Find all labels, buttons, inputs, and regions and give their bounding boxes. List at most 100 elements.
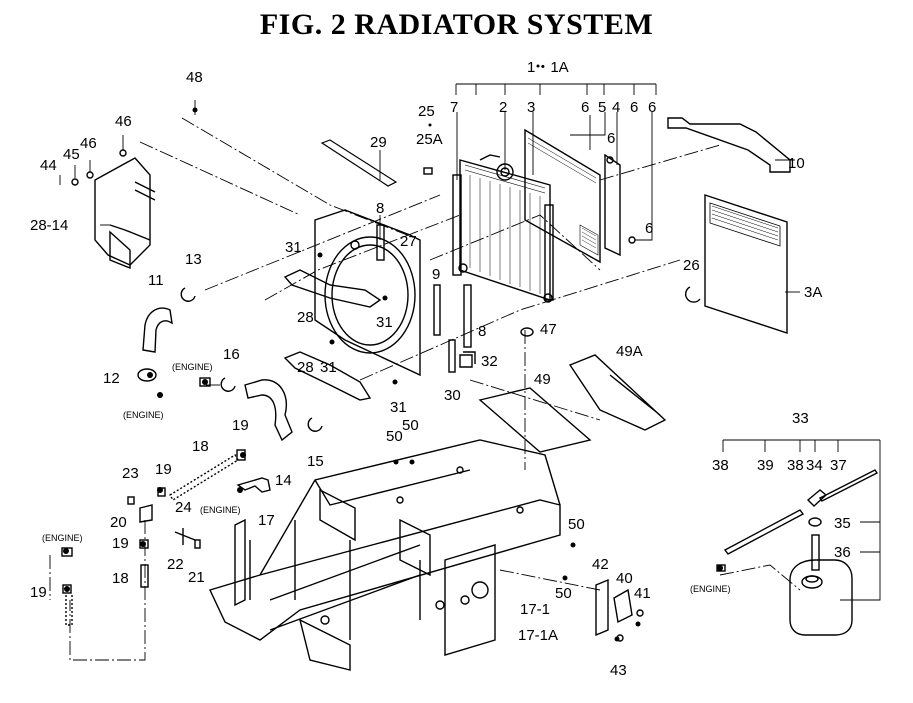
callout-28-14: 28-14 bbox=[30, 217, 68, 234]
engine-label-5: (ENGINE) bbox=[690, 584, 731, 594]
callout-4: 4 bbox=[612, 99, 620, 116]
callout-6c: 6 bbox=[648, 99, 656, 116]
callout-46a: 46 bbox=[115, 113, 132, 130]
part-27-shroud bbox=[314, 209, 421, 377]
callout-31c: 31 bbox=[320, 359, 337, 376]
callout-17: 17 bbox=[258, 512, 275, 529]
callout-5: 5 bbox=[598, 99, 606, 116]
callout-29: 29 bbox=[370, 134, 387, 151]
callout-35: 35 bbox=[834, 515, 851, 532]
callout-6b: 6 bbox=[630, 99, 638, 116]
callout-3: 3 bbox=[527, 99, 535, 116]
callout-2: 2 bbox=[499, 99, 507, 116]
part-8-rod-upper bbox=[376, 224, 385, 261]
callout-44: 44 bbox=[40, 157, 57, 174]
part-8-rod-lower bbox=[463, 284, 472, 348]
callout-1-1A: 1・1A bbox=[527, 59, 569, 76]
callout-9: 9 bbox=[432, 266, 440, 283]
part-26-clamp bbox=[684, 286, 701, 303]
callout-47: 47 bbox=[540, 321, 557, 338]
part-30-rod bbox=[448, 339, 456, 373]
callout-18b: 18 bbox=[112, 570, 129, 587]
callout-27: 27 bbox=[400, 233, 417, 250]
callout-19a: 19 bbox=[232, 417, 249, 434]
callout-38b: 38 bbox=[787, 457, 804, 474]
part-35-washer bbox=[808, 517, 822, 527]
callout-14: 14 bbox=[275, 472, 292, 489]
part-18-engine-pipe bbox=[65, 595, 73, 626]
callout-24: 24 bbox=[175, 499, 192, 516]
part-32-clip bbox=[459, 351, 476, 368]
part-25-bolt bbox=[423, 167, 433, 175]
callout-19c: 19 bbox=[112, 535, 129, 552]
part-17-1-frame bbox=[209, 439, 561, 671]
callout-6a: 6 bbox=[581, 99, 589, 116]
part-42-plate bbox=[595, 578, 609, 637]
part-49A-plate bbox=[568, 354, 667, 431]
callout-22: 22 bbox=[167, 556, 184, 573]
part-29-bar bbox=[320, 139, 398, 187]
callout-41: 41 bbox=[634, 585, 651, 602]
callout-6d: 6 bbox=[607, 130, 615, 147]
callout-25: 25 bbox=[418, 103, 435, 120]
callout-39: 39 bbox=[757, 457, 774, 474]
callout-12: 12 bbox=[103, 370, 120, 387]
part-17-bracket bbox=[236, 477, 271, 493]
leader-lines bbox=[49, 117, 801, 661]
figure-title: FIG. 2 RADIATOR SYSTEM bbox=[259, 8, 654, 41]
part-28-strip-lower bbox=[283, 351, 372, 401]
callout-49: 49 bbox=[534, 371, 551, 388]
part-18-upper bbox=[169, 454, 239, 501]
callout-40: 40 bbox=[616, 570, 633, 587]
part-20-block bbox=[139, 504, 153, 523]
part-4-side bbox=[604, 153, 621, 257]
callout-50d: 50 bbox=[555, 585, 572, 602]
callout-48: 48 bbox=[186, 69, 203, 86]
callout-42: 42 bbox=[592, 556, 609, 573]
callout-31d: 31 bbox=[390, 399, 407, 416]
part-36-reserve-tank bbox=[789, 559, 853, 636]
callout-20: 20 bbox=[110, 514, 127, 531]
callout-28b: 28 bbox=[297, 359, 314, 376]
callout-7: 7 bbox=[450, 99, 458, 116]
part-13-clamp bbox=[180, 287, 196, 302]
callout-23: 23 bbox=[122, 465, 139, 482]
part-28-strip-upper bbox=[283, 269, 382, 308]
callout-13: 13 bbox=[185, 251, 202, 268]
callout-21: 21 bbox=[188, 569, 205, 586]
part-11-hose bbox=[142, 307, 173, 353]
callout-25A: 25A bbox=[416, 131, 443, 148]
callout-8a: 8 bbox=[376, 200, 384, 217]
callout-19d: 19 bbox=[30, 584, 47, 601]
callout-50c: 50 bbox=[568, 516, 585, 533]
callout-31b: 31 bbox=[376, 314, 393, 331]
part-14-hose bbox=[244, 379, 293, 442]
callout-49A: 49A bbox=[616, 343, 643, 360]
callout-18a: 18 bbox=[192, 438, 209, 455]
callout-10: 10 bbox=[788, 155, 805, 172]
part-37-rod bbox=[818, 469, 879, 502]
part-16-clamp bbox=[220, 377, 236, 392]
callout-36: 36 bbox=[834, 544, 851, 561]
callout-38a: 38 bbox=[712, 457, 729, 474]
part-36-pipe bbox=[811, 534, 820, 571]
callout-50b: 50 bbox=[402, 417, 419, 434]
part-34-cap bbox=[806, 489, 828, 507]
callout-45: 45 bbox=[63, 146, 80, 163]
callout-37: 37 bbox=[830, 457, 847, 474]
callout-33: 33 bbox=[792, 410, 809, 427]
part-40-bracket bbox=[613, 588, 633, 624]
callout-17-1A: 17-1A bbox=[518, 627, 558, 644]
callout-34: 34 bbox=[806, 457, 823, 474]
callout-31a: 31 bbox=[285, 239, 302, 256]
part-15-clamp bbox=[307, 417, 323, 432]
callout-46b: 46 bbox=[80, 135, 97, 152]
part-47-washer bbox=[520, 327, 534, 337]
callout-19b: 19 bbox=[155, 461, 172, 478]
part-39-hose bbox=[723, 509, 805, 555]
callout-6e: 6 bbox=[645, 220, 653, 237]
callout-16: 16 bbox=[223, 346, 240, 363]
part-10-bar bbox=[667, 117, 791, 173]
